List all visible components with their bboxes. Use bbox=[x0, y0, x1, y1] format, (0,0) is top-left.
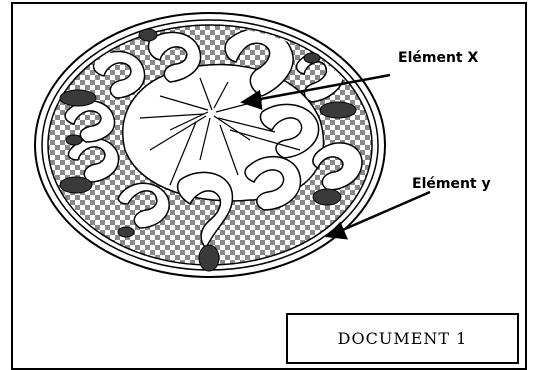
nucleus bbox=[198, 244, 220, 272]
nucleus bbox=[65, 134, 83, 146]
gland-body bbox=[34, 12, 386, 278]
villus bbox=[147, 31, 202, 83]
page-border bbox=[11, 2, 527, 370]
label-element-y: Elément y bbox=[412, 176, 491, 192]
villus bbox=[224, 27, 294, 97]
villus bbox=[312, 142, 363, 191]
nucleus bbox=[319, 101, 357, 119]
villus bbox=[244, 155, 302, 211]
nucleus bbox=[59, 89, 97, 107]
arrow-element-y bbox=[325, 190, 431, 240]
villus bbox=[259, 103, 320, 159]
villus bbox=[67, 137, 120, 183]
villus bbox=[64, 100, 116, 143]
nucleus bbox=[117, 226, 135, 238]
nucleus bbox=[59, 176, 93, 194]
arrow-element-x bbox=[240, 73, 391, 110]
label-element-x: Elément X bbox=[398, 50, 479, 66]
villus bbox=[92, 50, 146, 99]
nucleus bbox=[303, 52, 321, 64]
villus bbox=[176, 171, 234, 250]
document-caption: DOCUMENT 1 bbox=[337, 329, 468, 348]
nucleus bbox=[312, 188, 342, 206]
document-caption-box: DOCUMENT 1 bbox=[286, 313, 519, 364]
nucleus bbox=[138, 28, 158, 42]
villus bbox=[117, 182, 170, 229]
